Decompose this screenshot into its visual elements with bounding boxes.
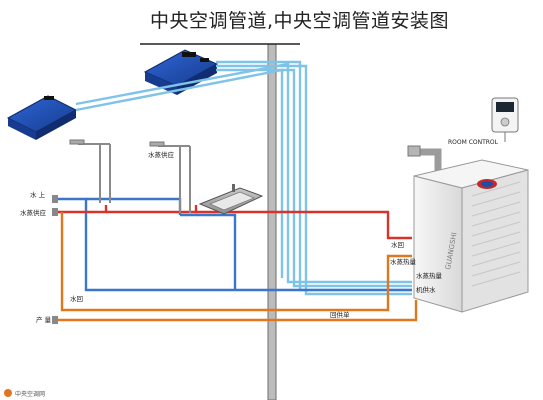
- exhaust-pipe-icon: [407, 145, 442, 176]
- unit-feed-label: 机供水: [416, 285, 436, 294]
- fan-coil-unit-icon: [6, 95, 78, 140]
- bottom-pipe-label: 回供单: [330, 310, 350, 319]
- hot-water-pipes: [56, 205, 412, 240]
- sink-basin-icon: [198, 184, 264, 215]
- outlet-label: 产 量: [36, 315, 52, 324]
- room-controller-icon: [491, 97, 519, 142]
- shower-hot-label: 水蒸供应: [148, 150, 175, 159]
- wall: [140, 43, 300, 400]
- return-pipes: [56, 212, 418, 322]
- watermark-text: 中央空调网: [15, 390, 45, 398]
- heat-pump-unit-icon: [413, 159, 529, 313]
- page-title: 中央空调管道,中央空调管道安装图: [150, 10, 450, 32]
- shower-head-icon: [69, 139, 111, 203]
- chilled-pipes: [75, 60, 412, 296]
- cold-in-label: 水 上: [30, 190, 46, 199]
- hot-inlet-fitting: [52, 208, 58, 216]
- cold-inlet-fitting: [52, 195, 58, 203]
- watermark: 中央空调网: [4, 389, 45, 398]
- unit-hot-supply-label-1: 水蒸热量: [390, 257, 417, 266]
- shower-head-icon: [149, 141, 191, 213]
- return-water-label: 水回: [70, 294, 83, 303]
- room-control-label: ROOM CONTROL: [448, 139, 499, 146]
- unit-return-label: 水回: [391, 240, 404, 249]
- unit-hot-supply-label-2: 水蒸热量: [416, 271, 443, 280]
- outlet-fitting: [52, 316, 58, 324]
- hot-water-supply-label: 水蒸供应: [20, 208, 47, 217]
